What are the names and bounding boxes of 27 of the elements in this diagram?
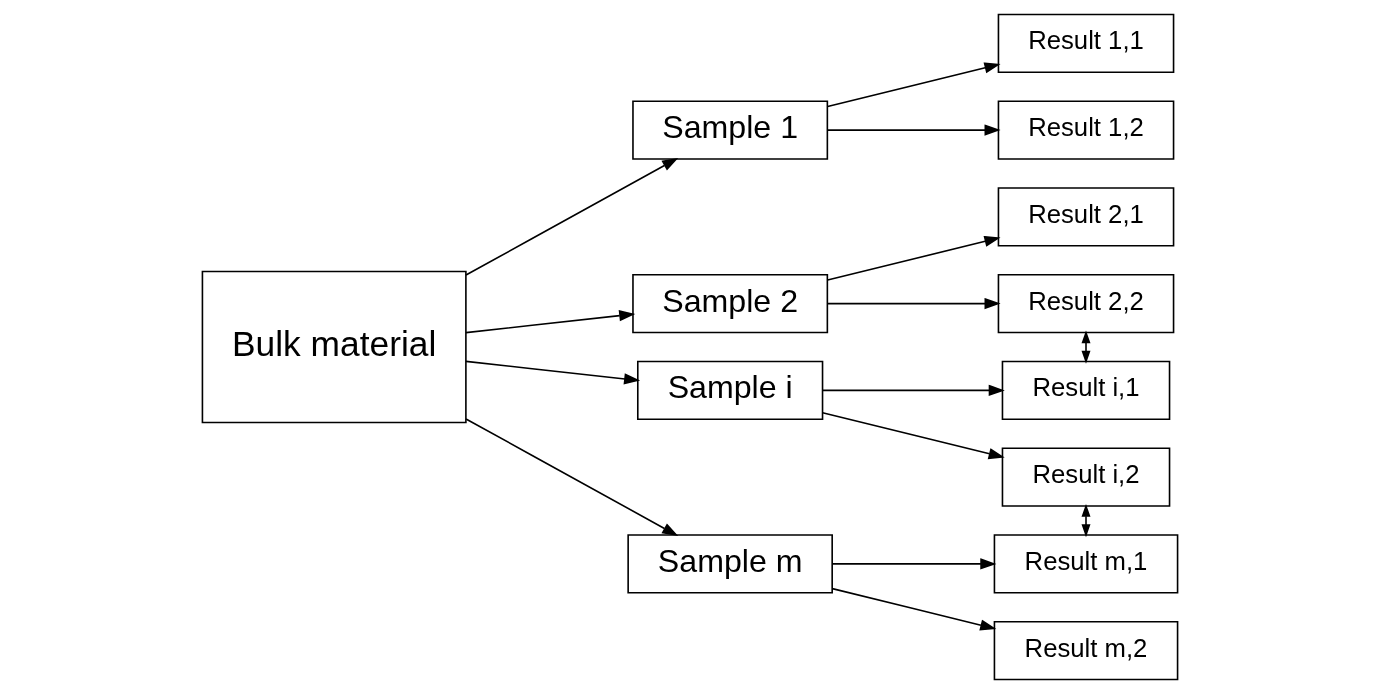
node-box: Bulk material [201, 270, 467, 424]
arrow [465, 418, 679, 537]
arrow [826, 235, 1001, 281]
node-box: Result 2,1 [997, 187, 1175, 247]
arrow [465, 157, 679, 276]
node-box: Result 1,2 [997, 100, 1175, 160]
arrow [465, 310, 636, 334]
node-box: Result 2,2 [997, 273, 1175, 334]
node-box: Sample m [627, 534, 833, 594]
node-box: Sample 2 [632, 273, 829, 334]
arrow [826, 62, 1001, 108]
node-box: Sample 1 [632, 100, 829, 160]
node-box: Result 1,1 [997, 13, 1175, 74]
arrow [821, 384, 1005, 396]
node-box: Result i,2 [1001, 447, 1171, 507]
arrow [831, 587, 997, 631]
node-box: Result m,2 [993, 620, 1179, 681]
node-box: Result m,1 [993, 534, 1179, 594]
node-box: Sample i [637, 360, 824, 421]
arrow [465, 360, 641, 385]
arrow [1081, 503, 1091, 538]
node-box: Result i,1 [1001, 360, 1171, 421]
arrow [826, 298, 1001, 310]
arrow [1081, 330, 1091, 364]
arrow [821, 411, 1005, 460]
arrow [831, 558, 997, 570]
arrow [826, 124, 1001, 136]
